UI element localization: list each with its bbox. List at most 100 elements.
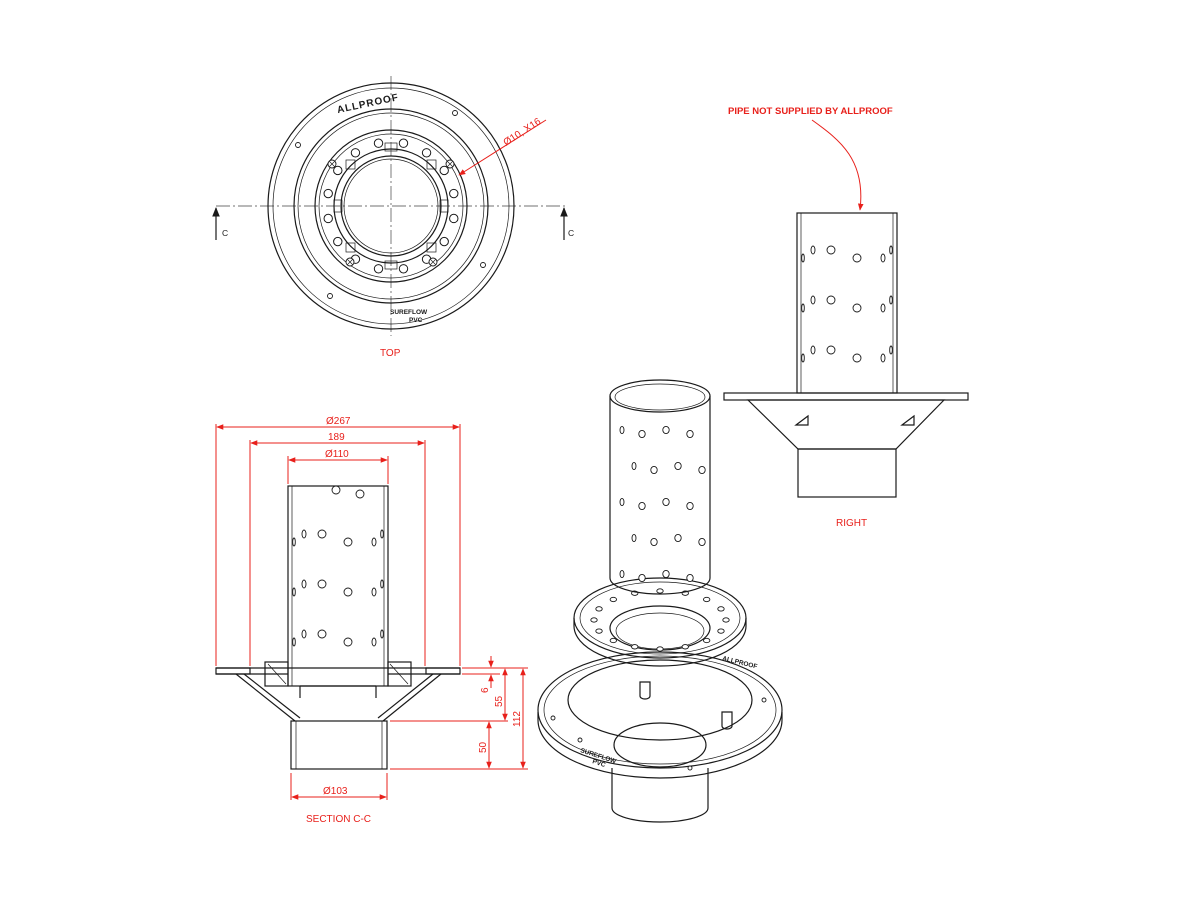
pipe-hole bbox=[889, 245, 893, 255]
top-hole bbox=[373, 138, 384, 148]
iso-pipe-hole bbox=[619, 425, 625, 435]
pipe-hole bbox=[292, 537, 296, 547]
pipe-hole bbox=[371, 587, 377, 597]
pipe-hole bbox=[852, 353, 862, 363]
iso-pipe-hole bbox=[674, 461, 682, 471]
dim-ring-width: 189 bbox=[328, 432, 345, 443]
iso-pipe-hole bbox=[686, 501, 694, 511]
section-view: Ø267 189 Ø110 Ø103 6 55 50 112 SECTION C… bbox=[215, 416, 528, 825]
pipe-hole bbox=[852, 303, 862, 313]
top-hole bbox=[333, 165, 343, 176]
top-hole bbox=[439, 236, 449, 247]
top-hole bbox=[439, 165, 449, 176]
iso-pipe-hole bbox=[650, 465, 658, 475]
iso-pipe-hole bbox=[662, 497, 670, 507]
ring-hole bbox=[681, 644, 689, 650]
top-logo: ALLPROOF bbox=[336, 92, 400, 116]
section-view-label: SECTION C-C bbox=[306, 814, 371, 825]
pipe-hole bbox=[343, 637, 353, 647]
section-marker-left: C bbox=[222, 228, 228, 238]
dim-outlet-diameter: Ø103 bbox=[323, 786, 348, 797]
pipe-hole bbox=[317, 629, 327, 639]
pipe-hole bbox=[801, 353, 805, 363]
pipe-hole bbox=[889, 345, 893, 355]
pipe-hole bbox=[317, 579, 327, 589]
iso-product-sub: PVC bbox=[591, 758, 606, 769]
top-hole bbox=[373, 264, 384, 274]
pipe-hole bbox=[801, 303, 805, 313]
pipe-hole bbox=[371, 637, 377, 647]
pipe-hole bbox=[801, 253, 805, 263]
pipe-hole bbox=[826, 345, 836, 355]
top-hole bbox=[333, 236, 343, 247]
ring-hole bbox=[717, 628, 725, 634]
clamp-ring-holes bbox=[590, 588, 730, 652]
pipe-hole bbox=[317, 529, 327, 539]
iso-pipe-hole bbox=[638, 501, 646, 511]
pipe-hole bbox=[380, 529, 384, 539]
isometric-view: SUREFLOW PVC ALLPROOF bbox=[537, 379, 783, 823]
pipe-hole bbox=[380, 579, 384, 589]
iso-pipe-hole bbox=[631, 461, 637, 471]
right-pipe-holes bbox=[801, 245, 893, 363]
iso-pipe-hole bbox=[650, 537, 658, 547]
iso-pipe-holes bbox=[619, 425, 706, 583]
ring-hole bbox=[656, 588, 664, 594]
top-product-mark: SUREFLOW bbox=[390, 309, 428, 316]
pipe-hole bbox=[826, 245, 836, 255]
iso-pipe-hole bbox=[686, 429, 694, 439]
iso-pipe-hole bbox=[698, 537, 706, 547]
pipe-hole bbox=[826, 295, 836, 305]
top-view-label: TOP bbox=[380, 348, 401, 359]
pipe-hole bbox=[331, 485, 341, 495]
ring-hole bbox=[703, 596, 711, 603]
pipe-hole bbox=[343, 537, 353, 547]
ring-hole bbox=[590, 617, 598, 623]
pipe-hole bbox=[301, 529, 307, 539]
pipe-hole bbox=[852, 253, 862, 263]
top-hole bbox=[323, 188, 333, 199]
pipe-hole bbox=[301, 629, 307, 639]
section-marker-right: C bbox=[568, 228, 574, 238]
pipe-hole bbox=[292, 587, 296, 597]
iso-pipe-hole bbox=[698, 465, 706, 475]
iso-pipe-hole bbox=[674, 533, 682, 543]
iso-logo: ALLPROOF bbox=[722, 655, 758, 670]
pipe-hole bbox=[889, 295, 893, 305]
pipe-hole bbox=[880, 253, 886, 263]
top-hole bbox=[421, 148, 432, 158]
iso-pipe-hole bbox=[638, 573, 646, 583]
pipe-note: PIPE NOT SUPPLIED BY ALLPROOF bbox=[728, 106, 893, 117]
ring-hole bbox=[609, 596, 617, 603]
clamp-lugs bbox=[333, 142, 449, 270]
dim-total-height: 112 bbox=[512, 711, 523, 727]
pipe-hole bbox=[343, 587, 353, 597]
ring-hole bbox=[722, 617, 730, 623]
iso-pipe-hole bbox=[638, 429, 646, 439]
pipe-hole bbox=[880, 353, 886, 363]
right-view: PIPE NOT SUPPLIED BY ALLPROOF RIGHT bbox=[723, 106, 969, 529]
pipe-hole bbox=[292, 637, 296, 647]
right-view-label: RIGHT bbox=[836, 518, 867, 529]
ring-hole bbox=[595, 606, 603, 612]
top-view: ALLPROOF SUREFLOW PVC C C Ø10, X16 TOP bbox=[212, 76, 574, 359]
dim-flange-diameter: Ø267 bbox=[326, 416, 351, 427]
iso-pipe-hole bbox=[631, 533, 637, 543]
ring-hole bbox=[656, 646, 664, 652]
pipe-hole bbox=[380, 629, 384, 639]
top-product-sub: PVC bbox=[409, 317, 423, 324]
ring-hole bbox=[595, 628, 603, 634]
hole-callout: Ø10, X16 bbox=[502, 116, 544, 148]
top-hole bbox=[449, 213, 459, 224]
dim-cone-height: 55 bbox=[494, 695, 505, 707]
pipe-hole bbox=[301, 579, 307, 589]
ring-hole bbox=[631, 644, 639, 650]
iso-pipe-hole bbox=[662, 425, 670, 435]
iso-pipe-hole bbox=[686, 573, 694, 583]
top-hole bbox=[398, 138, 409, 148]
iso-pipe-hole bbox=[662, 569, 670, 579]
iso-pipe-hole bbox=[619, 497, 625, 507]
pipe-hole bbox=[810, 245, 816, 255]
section-pipe-holes bbox=[292, 485, 384, 647]
